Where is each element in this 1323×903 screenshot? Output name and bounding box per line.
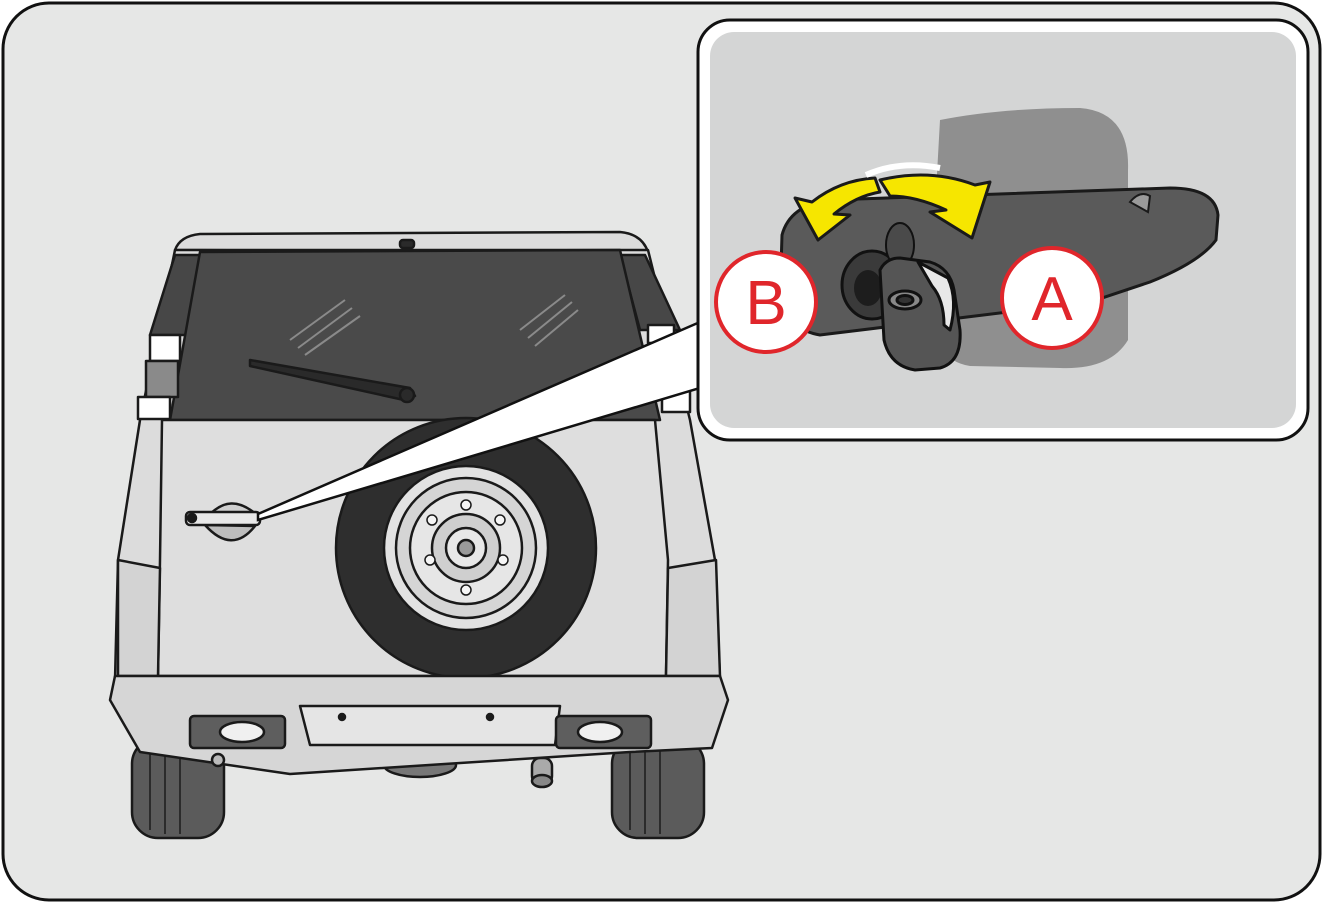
rear-window (168, 248, 662, 422)
label-b: B (714, 250, 818, 354)
lock-detail-inset: B A (696, 18, 1310, 442)
key-icon (878, 256, 962, 372)
label-a-text: A (1031, 265, 1073, 334)
rotate-arrows-icon (793, 162, 992, 242)
vehicle-rear-view (108, 230, 730, 840)
spare-tyre (334, 416, 598, 680)
label-b-text: B (745, 269, 786, 338)
label-a: A (1000, 246, 1104, 350)
